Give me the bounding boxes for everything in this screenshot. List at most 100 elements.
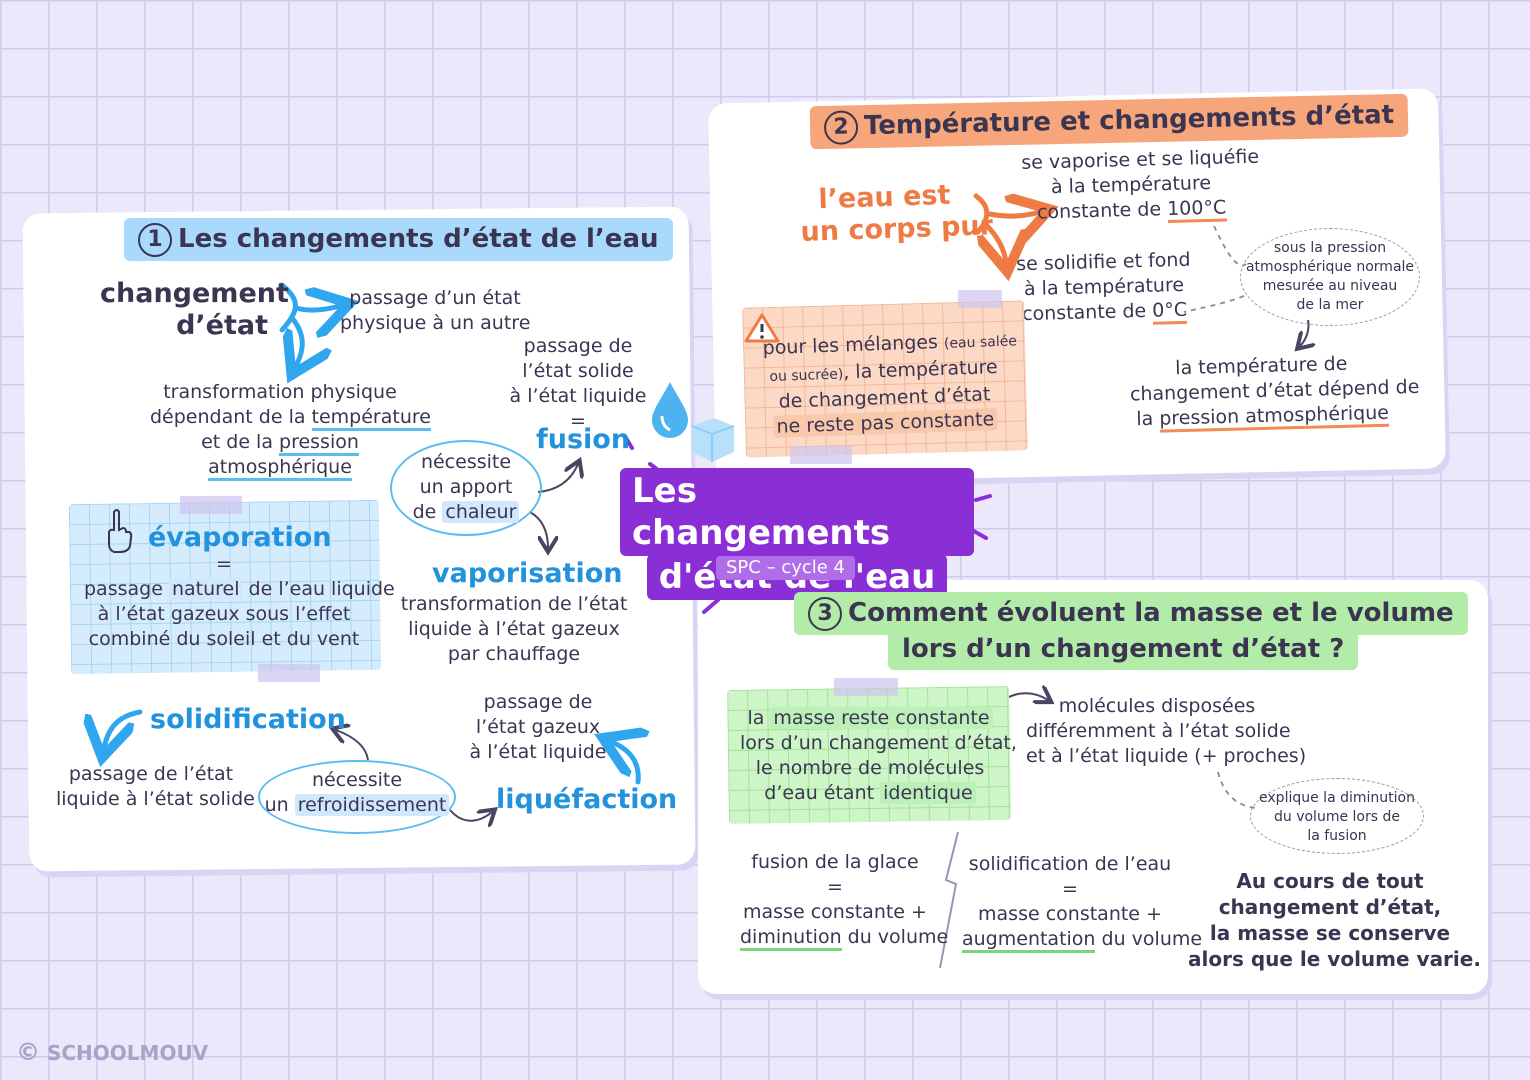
subtitle-badge: SPC – cycle 4 bbox=[716, 556, 855, 580]
masse-constante-word: masse reste constante bbox=[770, 707, 992, 729]
vaporise-liquefie-text: se vaporise et se liquéfie à la températ… bbox=[1021, 145, 1241, 226]
fusion-def-l2: l’état solide bbox=[508, 359, 648, 384]
conclusion-l3: la masse se conserve bbox=[1188, 920, 1472, 946]
fusion-term: fusion bbox=[536, 424, 630, 455]
naturel-word: naturel bbox=[169, 578, 243, 600]
solidification-eau-text: solidification de l’eau = masse constant… bbox=[962, 852, 1178, 952]
temp-100: 100°C bbox=[1167, 197, 1227, 224]
conclusion-l4: alors que le volume varie. bbox=[1188, 946, 1472, 972]
solid3-l2: = bbox=[962, 877, 1178, 902]
solid3-l4b: du volume bbox=[1095, 928, 1202, 950]
def-l2: physique à un autre bbox=[340, 311, 530, 336]
molecules-text: molécules disposées différemment à l’éta… bbox=[1026, 694, 1288, 769]
section-3-number: 3 bbox=[808, 597, 842, 631]
froid-l2a: un bbox=[265, 794, 295, 816]
molecules-l3: et à l’état liquide (+ proches) bbox=[1026, 744, 1288, 769]
evaporation-term: évaporation bbox=[148, 522, 331, 553]
evap-def-l4: combiné du soleil et du vent bbox=[84, 627, 364, 652]
changement-l1: changement bbox=[100, 278, 268, 310]
solid-def-l1: passage de l’état bbox=[56, 762, 246, 787]
refroidissement-word: refroidissement bbox=[295, 794, 450, 816]
masse-l3: le nombre de molécules bbox=[740, 756, 1000, 781]
augmentation-word: augmentation bbox=[962, 928, 1095, 953]
solid3-l3: masse constante + bbox=[962, 902, 1178, 927]
molecules-l1: molécules disposées bbox=[1026, 694, 1288, 719]
section-1-number: 1 bbox=[138, 223, 172, 257]
finger-pointing-icon bbox=[104, 508, 134, 554]
evap-def-l3: à l’état gazeux sous l’effet bbox=[84, 602, 364, 627]
section-3-title-line2: lors d’un changement d’état ? bbox=[888, 628, 1358, 670]
changement-l2: d’état bbox=[100, 310, 268, 342]
section-1-title: 1Les changements d’état de l’eau bbox=[124, 218, 673, 261]
evaporation-tape-top bbox=[180, 496, 242, 514]
melange-l1a: pour les mélanges bbox=[762, 331, 944, 359]
chaleur-text: nécessite un apport de chaleur bbox=[392, 450, 540, 525]
temperature-word: température bbox=[312, 406, 431, 431]
identique-word: identique bbox=[880, 782, 976, 804]
fusion3-l3: masse constante + bbox=[740, 900, 930, 925]
transfo-l2a: dépendant de la bbox=[150, 406, 312, 428]
changement-definition: passage d’un état physique à un autre bbox=[340, 286, 530, 336]
fusion-definition: passage de l’état solide à l’état liquid… bbox=[508, 334, 648, 434]
solid3-l1: solidification de l’eau bbox=[962, 852, 1178, 877]
explique-l3: la fusion bbox=[1251, 827, 1423, 846]
vaporisation-definition: transformation de l’état liquide à l’éta… bbox=[400, 592, 628, 667]
section-2-number: 2 bbox=[824, 110, 859, 145]
temp-0: 0°C bbox=[1152, 299, 1188, 325]
masse-constante-text: la masse reste constante lors d’un chang… bbox=[740, 706, 1000, 806]
changement-etat-label: changement d’état bbox=[100, 278, 268, 342]
transfo-l1: transformation physique bbox=[150, 380, 410, 405]
corps-pur-label: l’eau est un corps pur bbox=[799, 179, 971, 249]
melange-tape-bottom bbox=[790, 446, 852, 464]
pression-l3: mesurée au niveau bbox=[1241, 277, 1419, 296]
fusion3-l4b: du volume bbox=[842, 926, 949, 948]
masse-l4a: d’eau étant bbox=[764, 782, 880, 804]
fusion3-l2: = bbox=[740, 875, 930, 900]
liq-def-l1: passage de bbox=[468, 690, 608, 715]
evap-def-l1: = bbox=[84, 552, 364, 577]
evap-def-l2c: de l’eau liquide bbox=[242, 578, 394, 600]
molecules-l2: différemment à l’état solide bbox=[1026, 719, 1288, 744]
conclusion-l2: changement d’état, bbox=[1188, 894, 1472, 920]
evaporation-definition: = passage naturel de l’eau liquide à l’é… bbox=[84, 552, 364, 652]
corps-l2: un corps pur bbox=[800, 211, 971, 249]
vapo-def-l2: liquide à l’état gazeux bbox=[400, 617, 628, 642]
pression-word: pression bbox=[279, 431, 359, 456]
liquefaction-term: liquéfaction bbox=[496, 784, 677, 815]
vapo-def-l1: transformation de l’état bbox=[400, 592, 628, 617]
liq-def-l3: à l’état liquide bbox=[468, 740, 608, 765]
fusion-glace-text: fusion de la glace = masse constante + d… bbox=[740, 850, 930, 950]
melange-l1b: (eau salée bbox=[944, 333, 1017, 352]
solid2-l3a: constante de bbox=[1022, 300, 1153, 325]
main-title-line1: Les changements bbox=[620, 468, 974, 556]
liquefaction-definition: passage de l’état gazeux à l’état liquid… bbox=[468, 690, 608, 765]
chaleur-bubble: nécessite un apport de chaleur bbox=[390, 440, 542, 536]
refroidissement-text: nécessite un refroidissement bbox=[260, 768, 454, 818]
chaleur-word: chaleur bbox=[442, 501, 519, 523]
chaleur-l1: nécessite bbox=[392, 450, 540, 475]
copyright-icon: © bbox=[16, 1038, 40, 1066]
solidifie-fond-text: se solidifie et fond à la température co… bbox=[1013, 248, 1195, 328]
fusion3-l1: fusion de la glace bbox=[740, 850, 930, 875]
evaporation-tape-bottom bbox=[258, 664, 320, 682]
transformation-physique: transformation physique dépendant de la … bbox=[150, 380, 410, 480]
liq-def-l2: l’état gazeux bbox=[468, 715, 608, 740]
chaleur-l2: un apport bbox=[392, 475, 540, 500]
explique-l1: explique la diminution bbox=[1251, 789, 1423, 808]
melange-text: pour les mélanges (eau salée ou sucrée),… bbox=[762, 328, 1005, 440]
masse-tape-top bbox=[834, 678, 898, 696]
evap-def-l2a: passage bbox=[84, 578, 169, 600]
vaporisation-term: vaporisation bbox=[432, 558, 623, 589]
pression-l4: de la mer bbox=[1241, 296, 1419, 315]
melange-l2b: , la température bbox=[843, 356, 998, 383]
chaleur-l3a: de bbox=[413, 501, 443, 523]
main-title: Les changements d'état de l'eau bbox=[620, 468, 974, 600]
transfo-l3a: et de la bbox=[201, 431, 279, 453]
refroidissement-bubble: nécessite un refroidissement bbox=[258, 760, 456, 834]
vapo2-l3a: constante de bbox=[1037, 198, 1168, 223]
pression-bubble: sous la pression atmosphérique normale m… bbox=[1240, 228, 1420, 326]
solidification-term: solidification bbox=[150, 704, 346, 735]
brand-text: SCHOOLMOUV bbox=[47, 1041, 208, 1065]
fusion-def-l1: passage de bbox=[508, 334, 648, 359]
diminution-word: diminution bbox=[740, 926, 842, 951]
